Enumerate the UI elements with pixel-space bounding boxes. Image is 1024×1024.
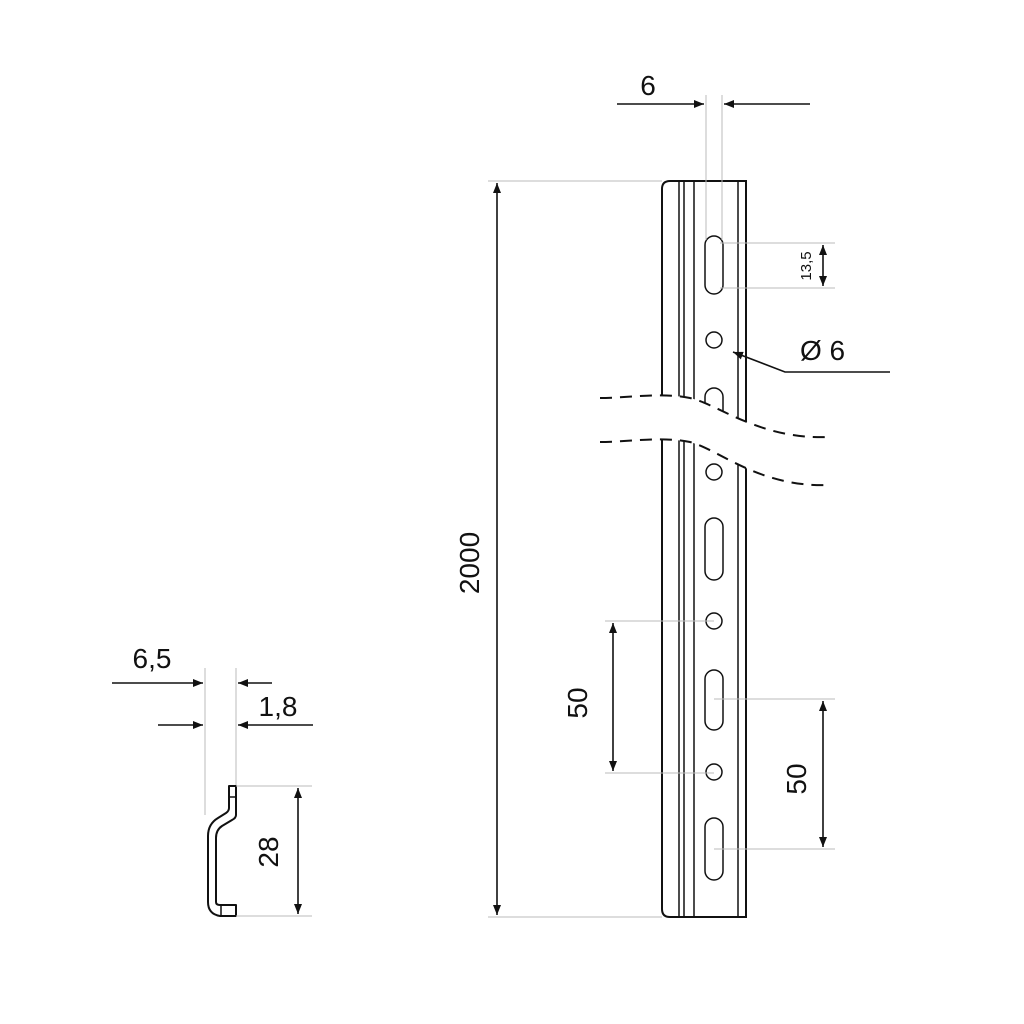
- profile-depth-label: 6,5: [133, 643, 172, 674]
- pitch-left-dimension: 50: [562, 620, 714, 774]
- pitch-right-dimension: 50: [714, 698, 835, 850]
- thickness-label: 1,8: [259, 691, 298, 722]
- rail-front-view: [599, 180, 831, 918]
- pitch-right-label: 50: [781, 763, 812, 794]
- break-line-top: [599, 394, 831, 439]
- pitch-left-label: 50: [562, 687, 593, 718]
- slot-height-label: 13,5: [798, 251, 815, 280]
- rail-width-label: 6: [640, 70, 656, 101]
- length-dimension: 2000: [454, 180, 662, 918]
- break-line-bottom: [599, 438, 831, 487]
- rail-profile-view: 6,5 1,8 28: [112, 643, 313, 917]
- profile-height-label: 28: [253, 836, 284, 867]
- rail-width-dimension: 6: [617, 70, 810, 240]
- hole-diameter-callout: Ø 6: [732, 335, 890, 373]
- hole-diameter-label: Ø 6: [800, 335, 845, 366]
- length-label: 2000: [454, 532, 485, 594]
- slot-height-dimension: 13,5: [720, 242, 835, 289]
